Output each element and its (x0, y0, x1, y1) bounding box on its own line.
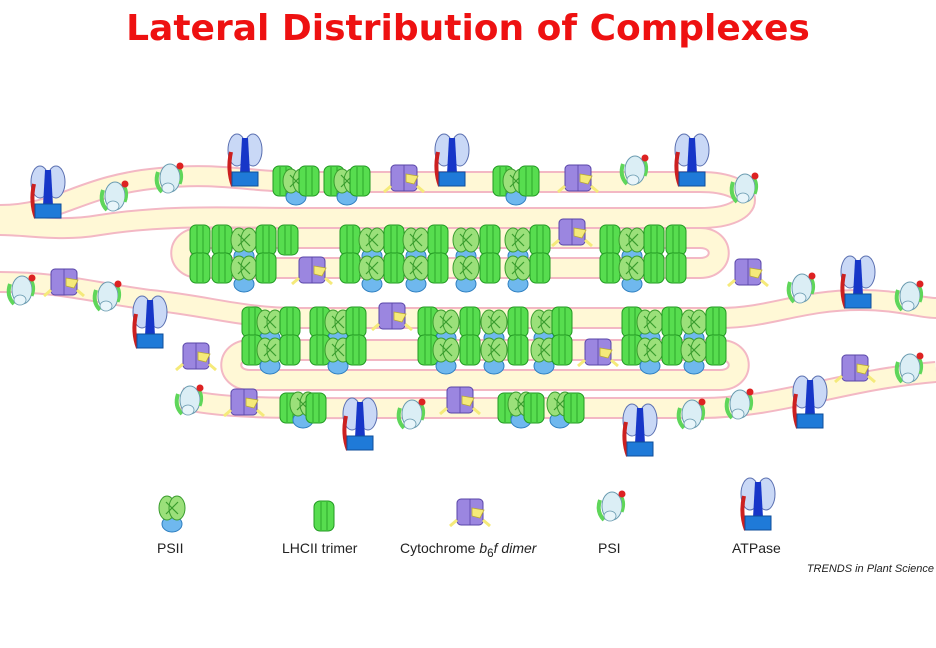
atpase-complex (621, 402, 659, 458)
lhcii-trimer (599, 252, 621, 284)
lhcii-trimer (665, 224, 687, 256)
lhcii-trimer (383, 252, 405, 284)
lhcii-trimer (279, 334, 301, 366)
psii-complex (230, 255, 258, 293)
psii-complex (480, 337, 508, 375)
lhcii-trimer (529, 224, 551, 256)
legend-psi-icon (596, 488, 628, 523)
lhcii-trimer (529, 252, 551, 284)
psii-complex (358, 255, 386, 293)
cytochrome-b6f-dimer (726, 257, 770, 288)
lhcii-trimer (705, 334, 727, 366)
lhcii-trimer (643, 224, 665, 256)
lhcii-trimer (599, 224, 621, 256)
cytochrome-b6f-dimer (174, 341, 218, 372)
legend (158, 476, 777, 533)
lhcii-trimer (551, 306, 573, 338)
lhcii-trimer (189, 252, 211, 284)
psii-complex (432, 337, 460, 375)
legend-label-lhcii: LHCII trimer (282, 540, 358, 556)
lhcii-trimer (427, 252, 449, 284)
legend-cyt-icon (448, 497, 492, 528)
legend-psii-icon (158, 495, 186, 533)
lhcii-trimer (459, 334, 481, 366)
lhcii-trimer (339, 224, 361, 256)
lhcii-trimer (705, 306, 727, 338)
legend-cyt-prefix: Cytochrome (400, 540, 480, 556)
lhcii-trimer (345, 334, 367, 366)
legend-cyt-suffix: f dimer (493, 540, 537, 556)
lhcii-trimer (189, 224, 211, 256)
lhcii-trimer (255, 224, 277, 256)
psii-complex (256, 337, 284, 375)
lhcii-trimer (661, 334, 683, 366)
legend-label-atpase: ATPase (732, 540, 781, 556)
lhcii-trimer (255, 252, 277, 284)
lhcii-trimer (479, 224, 501, 256)
atpase-complex (791, 374, 829, 430)
lhcii-trimer (277, 224, 299, 256)
psii-complex (636, 337, 664, 375)
lhcii-trimer (507, 306, 529, 338)
lhcii-trimer (211, 224, 233, 256)
legend-cyt-sub: 6 (487, 546, 494, 560)
psii-complex (618, 255, 646, 293)
psii-complex (504, 255, 532, 293)
psii-complex (402, 255, 430, 293)
lhcii-trimer (643, 252, 665, 284)
atpase-complex (433, 132, 471, 188)
atpase-complex (131, 294, 169, 350)
lhcii-trimer (345, 306, 367, 338)
legend-cyt-b: b (479, 540, 488, 556)
lhcii-trimer (279, 306, 301, 338)
lhcii-trimer (427, 224, 449, 256)
atpase-complex (226, 132, 264, 188)
atpase-complex (673, 132, 711, 188)
atpase-complex (29, 164, 67, 220)
lhcii-trimer (665, 252, 687, 284)
lhcii-trimer (298, 165, 320, 197)
psii-complex (452, 255, 480, 293)
lhcii-trimer (518, 165, 540, 197)
lhcii-trimer (563, 392, 585, 424)
lhcii-trimer (383, 224, 405, 256)
atpase-complex (341, 396, 379, 452)
lhcii-trimer (523, 392, 545, 424)
atpase-complex (839, 254, 877, 310)
lhcii-trimer (479, 252, 501, 284)
page-title: Lateral Distribution of Complexes (126, 8, 810, 49)
legend-label-psii: PSII (157, 540, 184, 556)
legend-lhcii-icon (313, 500, 335, 532)
lhcii-trimer (507, 334, 529, 366)
lhcii-trimer (349, 165, 371, 197)
legend-label-psi: PSI (598, 540, 621, 556)
cytochrome-b6f-dimer (833, 353, 877, 384)
legend-atpase-icon (739, 476, 777, 532)
lhcii-trimer (551, 334, 573, 366)
lhcii-trimer (305, 392, 327, 424)
source-credit: TRENDS in Plant Science (806, 563, 934, 575)
lhcii-trimer (661, 306, 683, 338)
lhcii-trimer (459, 306, 481, 338)
legend-label-cytochrome: Cytochrome b6f dimer (400, 540, 536, 560)
lhcii-trimer (339, 252, 361, 284)
psii-complex (680, 337, 708, 375)
lhcii-trimer (211, 252, 233, 284)
